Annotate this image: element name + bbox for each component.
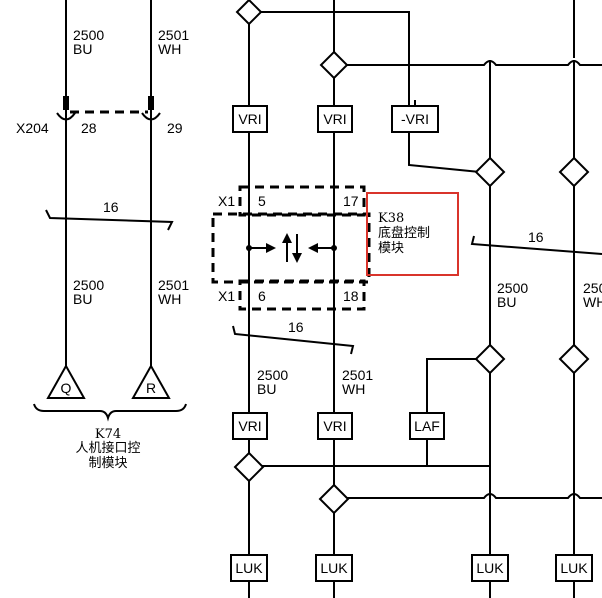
wire-color-bu-top: BU xyxy=(73,41,92,57)
wire-color-wh-lower: WH xyxy=(342,381,365,397)
junction-right-2 xyxy=(558,156,590,188)
terminal-q-label: Q xyxy=(61,380,72,396)
wire-num-2501-bottom: 2501 xyxy=(158,277,189,293)
bus-top-2 xyxy=(343,60,602,66)
module-k74-code: K74 xyxy=(95,427,121,442)
node-dot-left xyxy=(246,245,252,251)
twist-marker-right xyxy=(470,235,602,255)
bus-lower-2 xyxy=(347,493,602,499)
transceiver-up-arrow-icon xyxy=(282,233,292,243)
twist-label-right: 16 xyxy=(528,229,544,245)
terminal-r-triangle xyxy=(131,363,171,399)
twist-label-left: 16 xyxy=(103,199,119,215)
luk-box-2 xyxy=(315,554,353,582)
module-k74-name-line1: 人机接口控 xyxy=(75,440,140,456)
wire-num-2500-lower: 2500 xyxy=(257,367,288,383)
vri-box-lower-2 xyxy=(317,412,353,440)
pin-28-label: 28 xyxy=(81,120,97,136)
junction-right-1 xyxy=(474,156,506,188)
wire-laf-return xyxy=(426,438,490,467)
vri-label-1: VRI xyxy=(238,111,261,127)
twist-label-lower: 16 xyxy=(288,319,304,335)
pin-17-label: 17 xyxy=(343,193,359,209)
luk-label-4: LUK xyxy=(560,560,588,576)
pin-5-label: 5 xyxy=(258,193,266,209)
transceiver-down-arrow-icon xyxy=(292,253,302,263)
laf-label: LAF xyxy=(414,418,440,434)
vri-label-3: -VRI xyxy=(401,111,429,127)
pin-18-label: 18 xyxy=(343,288,359,304)
connector-x204-label: X204 xyxy=(16,120,49,136)
luk-box-1 xyxy=(230,554,268,582)
transceiver-right-arrow-icon xyxy=(308,243,318,253)
connector-pin-28-socket xyxy=(56,112,76,121)
wire-color-wh-bottom: WH xyxy=(158,291,181,307)
terminal-r-label: R xyxy=(146,380,156,396)
wire-num-2501-right: 250 xyxy=(583,280,602,296)
vri-lower-label-1: VRI xyxy=(238,418,261,434)
wire-color-bu-right: BU xyxy=(497,294,516,310)
junction-right-3 xyxy=(474,343,506,375)
module-k38-highlight-box xyxy=(366,192,459,276)
luk-label-1: LUK xyxy=(235,560,263,576)
junction-lower-2 xyxy=(318,483,350,515)
module-k38-name-line2: 模块 xyxy=(378,241,404,256)
connector-pin-28-plug xyxy=(63,96,69,110)
module-k74-name-line2: 制模块 xyxy=(88,456,127,471)
luk-box-3 xyxy=(471,554,509,582)
wire-laf-feed xyxy=(426,358,476,412)
transceiver-left-arrow-icon xyxy=(266,243,276,253)
k74-circuit: 2500 BU 2501 WH X204 28 29 16 2500 BU 25… xyxy=(16,0,189,471)
module-k38-name-line1: 底盘控制 xyxy=(378,225,430,241)
junction-top-2 xyxy=(319,50,349,80)
vri-box-2 xyxy=(317,105,353,133)
junction-top-1 xyxy=(235,0,263,26)
k38-circuit: VRI VRI -VRI X1 5 17 X1 6 18 K38 底盘控制 模块… xyxy=(211,0,602,598)
wire-num-2500-bottom: 2500 xyxy=(73,277,104,293)
vri-lower-label-2: VRI xyxy=(323,418,346,434)
pin-29-label: 29 xyxy=(167,120,183,136)
vri-box-3 xyxy=(391,105,439,133)
wire-color-bu-bottom: BU xyxy=(73,291,92,307)
laf-box xyxy=(409,412,445,440)
connector-x1-bottom: X1 xyxy=(218,288,235,304)
luk-label-2: LUK xyxy=(320,560,348,576)
wire-color-wh-top: WH xyxy=(158,41,181,57)
pin-6-label: 6 xyxy=(258,288,266,304)
connector-x1-top: X1 xyxy=(218,193,235,209)
module-k38-outline-bottom xyxy=(238,279,366,311)
twist-marker-lower xyxy=(232,325,355,355)
connector-pin-29-plug xyxy=(148,96,154,110)
wire-num-2501-lower: 2501 xyxy=(342,367,373,383)
module-k38-code: K38 xyxy=(378,211,404,226)
junction-lower-1 xyxy=(233,451,265,483)
junction-right-4 xyxy=(558,343,590,375)
wire-num-2500-top: 2500 xyxy=(73,27,104,43)
luk-box-4 xyxy=(555,554,593,582)
wire-color-bu-lower: BU xyxy=(257,381,276,397)
vri-box-lower-1 xyxy=(232,412,268,440)
node-dot-right xyxy=(331,245,337,251)
vri-box-1 xyxy=(232,105,268,133)
connector-pin-29-socket xyxy=(141,112,161,121)
module-k38-outline-top xyxy=(238,185,366,217)
module-k74-brace xyxy=(33,403,187,422)
wire-color-wh-right: WH xyxy=(583,294,602,310)
terminal-q-triangle xyxy=(46,363,86,399)
luk-label-3: LUK xyxy=(476,560,504,576)
bus-top-1 xyxy=(258,11,481,173)
module-k38-outline-mid xyxy=(211,212,371,284)
wire-num-2501-top: 2501 xyxy=(158,27,189,43)
vri-label-2: VRI xyxy=(323,111,346,127)
wire-num-2500-right: 2500 xyxy=(497,280,528,296)
twist-marker-left xyxy=(45,209,174,231)
